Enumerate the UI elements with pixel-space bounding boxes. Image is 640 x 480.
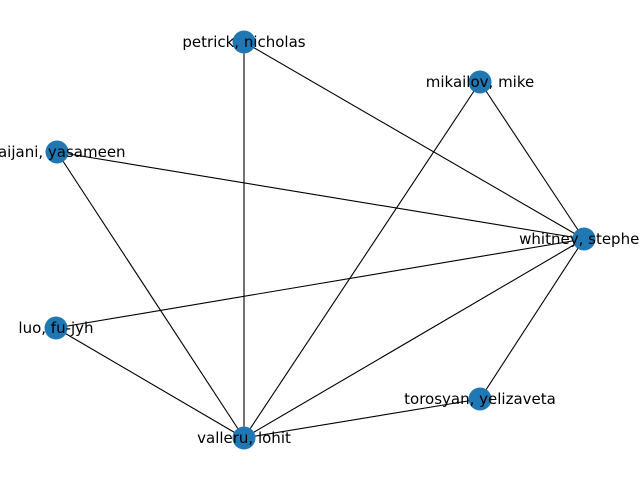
node-petrick — [232, 30, 256, 54]
node-label-mikailov: mikailov, mike — [426, 73, 534, 91]
node-luo — [44, 316, 68, 340]
node-label-valleru: valleru, lohit — [197, 429, 291, 447]
edge-luo-whitney — [55, 238, 585, 329]
node-label-torosyan: torosyan, yelizaveta — [404, 390, 556, 408]
edge-baijani-whitney — [56, 151, 585, 240]
edge-petrick-whitney — [243, 41, 585, 240]
edge-luo-valleru — [55, 327, 245, 439]
edge-whitney-valleru — [243, 238, 585, 439]
edge-baijani-valleru — [56, 151, 245, 439]
node-label-petrick: petrick, nicholas — [182, 33, 305, 51]
node-valleru — [232, 426, 256, 450]
node-baijani — [45, 140, 69, 164]
labels-layer: petrick, nicholas mikailov, mike baijani, … — [0, 33, 640, 447]
node-label-baijani: baijani, yasameen — [0, 143, 126, 161]
edge-torosyan-whitney — [479, 238, 585, 400]
edge-mikailov-valleru — [243, 81, 481, 439]
node-torosyan — [468, 387, 492, 411]
edge-mikailov-whitney — [479, 81, 585, 240]
node-label-whitney: whitney, stephen — [519, 230, 640, 248]
node-label-luo: luo, fu-jyh — [18, 319, 93, 337]
edges-layer — [55, 41, 585, 439]
node-whitney — [572, 227, 596, 251]
node-mikailov — [468, 70, 492, 94]
edge-torosyan-valleru — [243, 398, 481, 439]
nodes-layer — [44, 30, 596, 450]
